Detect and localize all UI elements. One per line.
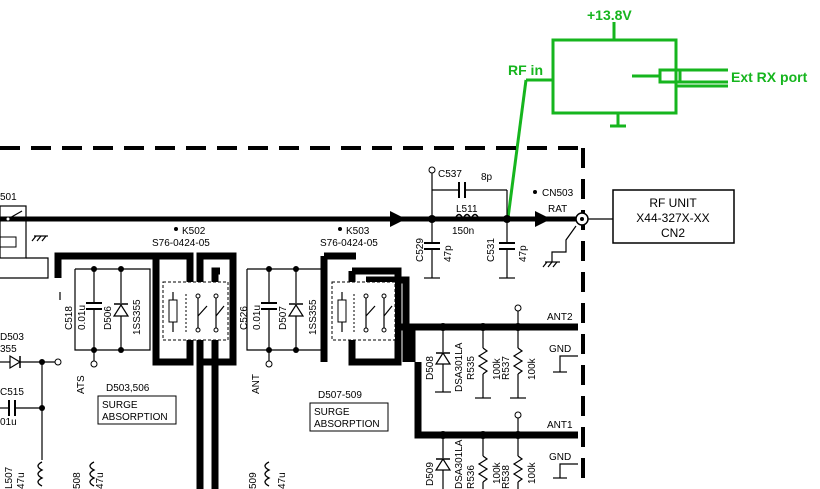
svg-text:ABSORPTION: ABSORPTION [314, 419, 380, 430]
svg-text:C537: C537 [438, 169, 462, 180]
ant2-label: ANT2 [547, 312, 573, 323]
svg-text:R535: R535 [466, 356, 477, 380]
svg-text:R538: R538 [501, 465, 512, 489]
svg-text:D509: D509 [425, 462, 436, 486]
svg-text:100k: 100k [527, 357, 538, 380]
svg-text:508: 508 [72, 472, 83, 489]
gnd-label-2: GND [549, 452, 571, 463]
svg-text:L507: L507 [4, 466, 15, 489]
svg-text:D503: D503 [0, 332, 24, 343]
rf-in-wire-diag [506, 79, 528, 219]
rf-in-label: RF in [508, 62, 543, 78]
signal-arrow-1 [390, 211, 406, 227]
svg-text:01u: 01u [0, 417, 17, 428]
svg-text:K502: K502 [182, 226, 206, 237]
ext-rx-port-label: Ext RX port [731, 69, 808, 85]
svg-text:100k: 100k [492, 357, 503, 380]
svg-text:C518: C518 [64, 306, 75, 330]
svg-text:D508: D508 [425, 356, 436, 380]
main-rf-path [0, 211, 589, 227]
svg-text:501: 501 [0, 192, 17, 203]
svg-text:8p: 8p [481, 172, 493, 183]
svg-text:DSA301LA: DSA301LA [454, 439, 465, 489]
svg-text:D507-509: D507-509 [318, 390, 362, 401]
surge-note-left: D503,506 SURGE ABSORPTION [97, 383, 177, 425]
svg-text:C531: C531 [486, 238, 497, 262]
rf-unit-connector: CN2 [661, 226, 685, 240]
svg-text:100k: 100k [492, 461, 503, 484]
ant1-protection: ANT1 D509 DSA301LA R536 100k R538 100k G… [425, 411, 578, 489]
svg-text:150n: 150n [452, 226, 474, 237]
svg-text:SURGE: SURGE [314, 407, 350, 418]
svg-text:47u: 47u [277, 472, 288, 489]
svg-text:ABSORPTION: ABSORPTION [102, 412, 168, 423]
surge-note-right: D507-509 SURGE ABSORPTION [309, 390, 389, 432]
svg-text:L511: L511 [456, 204, 478, 215]
svg-text:SURGE: SURGE [102, 400, 138, 411]
svg-text:355: 355 [0, 344, 17, 355]
left-edge-parts: D503 355 C515 01u L507 47u 508 47u 509 4… [0, 332, 288, 489]
svg-text:ANT: ANT [251, 374, 262, 394]
svg-text:0.01u: 0.01u [77, 305, 88, 330]
svg-text:0.01u: 0.01u [252, 305, 263, 330]
ant2-protection: ANT2 D508 DSA301LA R535 100k R537 100k G… [395, 304, 578, 399]
svg-text:1SS355: 1SS355 [132, 299, 143, 335]
surge-block-right: C526 0.01u D507 1SS355 ANT [239, 266, 323, 394]
supply-voltage-label: +13.8V [587, 7, 632, 23]
ant1-label: ANT1 [547, 420, 573, 431]
svg-text:S76-0424-05: S76-0424-05 [320, 238, 378, 249]
svg-text:509: 509 [248, 472, 259, 489]
svg-text:C529: C529 [415, 238, 426, 262]
relay-k503: K503 S76-0424-05 [320, 226, 396, 341]
rx-port-modification: +13.8V RF in Ext RX port [506, 7, 808, 219]
signal-arrow-2 [535, 211, 551, 227]
rf-unit-block: RF UNIT X44-327X-XX CN2 [588, 189, 735, 244]
svg-text:C526: C526 [239, 306, 250, 330]
rf-unit-title: RF UNIT [649, 196, 697, 210]
svg-text:47u: 47u [16, 472, 27, 489]
svg-text:D503,506: D503,506 [106, 383, 150, 394]
svg-text:1SS355: 1SS355 [308, 299, 319, 335]
svg-text:DSA301LA: DSA301LA [454, 342, 465, 392]
cn503-pin-label: RAT [548, 204, 567, 215]
svg-text:K503: K503 [346, 226, 370, 237]
l511-coil [454, 213, 480, 221]
svg-text:C515: C515 [0, 387, 24, 398]
svg-text:S76-0424-05: S76-0424-05 [152, 238, 210, 249]
svg-text:47u: 47u [95, 472, 106, 489]
gnd-label-1: GND [549, 344, 571, 355]
svg-text:47p: 47p [518, 245, 529, 262]
svg-text:D506: D506 [103, 306, 114, 330]
surge-block-left: C518 0.01u D506 1SS355 ATS [59, 266, 151, 394]
svg-text:D507: D507 [278, 306, 289, 330]
relay-k502: K502 S76-0424-05 [152, 226, 229, 341]
cn503-label: CN503 [542, 188, 574, 199]
svg-text:47p: 47p [443, 245, 454, 262]
rx-port-plug [658, 68, 682, 84]
c537-l511-network: C537 8p L511 150n C529 47p C531 47p [415, 166, 529, 279]
svg-text:R536: R536 [466, 465, 477, 489]
svg-text:ATS: ATS [76, 375, 87, 394]
svg-text:100k: 100k [527, 461, 538, 484]
k501-fragment: 501 [0, 192, 49, 279]
svg-text:R537: R537 [501, 356, 512, 380]
cn503-shield [551, 225, 577, 262]
rf-unit-part: X44-327X-XX [636, 211, 709, 225]
